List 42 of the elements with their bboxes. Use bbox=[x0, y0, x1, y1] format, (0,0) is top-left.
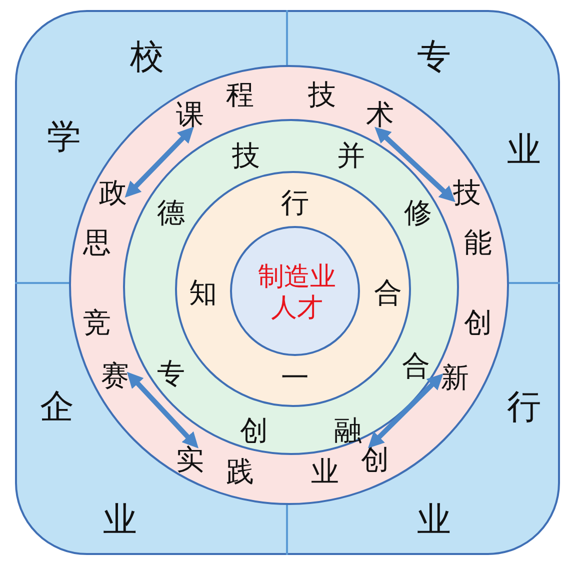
quadrant-character: 业 bbox=[417, 503, 451, 537]
ring-character: 程 bbox=[226, 81, 254, 109]
ring-character: 技 bbox=[453, 179, 481, 207]
quadrant-character: 校 bbox=[130, 40, 164, 74]
ring-character: 新 bbox=[441, 364, 469, 392]
double-arrow bbox=[126, 372, 199, 448]
ring-character: 创 bbox=[464, 309, 492, 337]
ring-character: 行 bbox=[281, 189, 309, 217]
ring-character: 思 bbox=[83, 229, 111, 257]
ring-character: 课 bbox=[176, 101, 204, 129]
ring-character: 践 bbox=[226, 458, 254, 486]
ring-character: 竞 bbox=[83, 309, 111, 337]
quadrant-character: 业 bbox=[507, 133, 541, 167]
quadrant-character: 专 bbox=[417, 40, 451, 74]
ring-character: 政 bbox=[99, 179, 127, 207]
ring-character: 技 bbox=[308, 81, 336, 109]
quadrant-character: 学 bbox=[47, 120, 81, 154]
ring-character: 合 bbox=[374, 279, 402, 307]
ring-character: 创 bbox=[361, 446, 389, 474]
ring-character: 业 bbox=[311, 458, 339, 486]
center-label: 制造业人才 bbox=[257, 262, 337, 324]
quadrant-character: 企 bbox=[40, 390, 74, 424]
quadrant-character: 业 bbox=[103, 503, 137, 537]
rounded-square-panel bbox=[15, 10, 560, 555]
double-arrow bbox=[124, 126, 194, 198]
ring-character: 合 bbox=[402, 352, 430, 380]
ring-character: 专 bbox=[157, 360, 185, 388]
double-arrow bbox=[374, 126, 456, 202]
double-arrow bbox=[368, 374, 444, 448]
ring-character: 赛 bbox=[101, 362, 129, 390]
ring-character: 技 bbox=[232, 142, 260, 170]
ring-character: 德 bbox=[157, 199, 185, 227]
ring-character: 术 bbox=[366, 101, 394, 129]
ring-character: 并 bbox=[337, 142, 365, 170]
ring-character: 融 bbox=[334, 417, 362, 445]
ring-character: 实 bbox=[176, 446, 204, 474]
ring-character: 能 bbox=[464, 229, 492, 257]
quadrant-character: 行 bbox=[507, 390, 541, 424]
ring-character: 修 bbox=[404, 199, 432, 227]
ring-character: 创 bbox=[240, 417, 268, 445]
ring-character: 一 bbox=[281, 364, 309, 392]
ring-character: 知 bbox=[189, 279, 217, 307]
